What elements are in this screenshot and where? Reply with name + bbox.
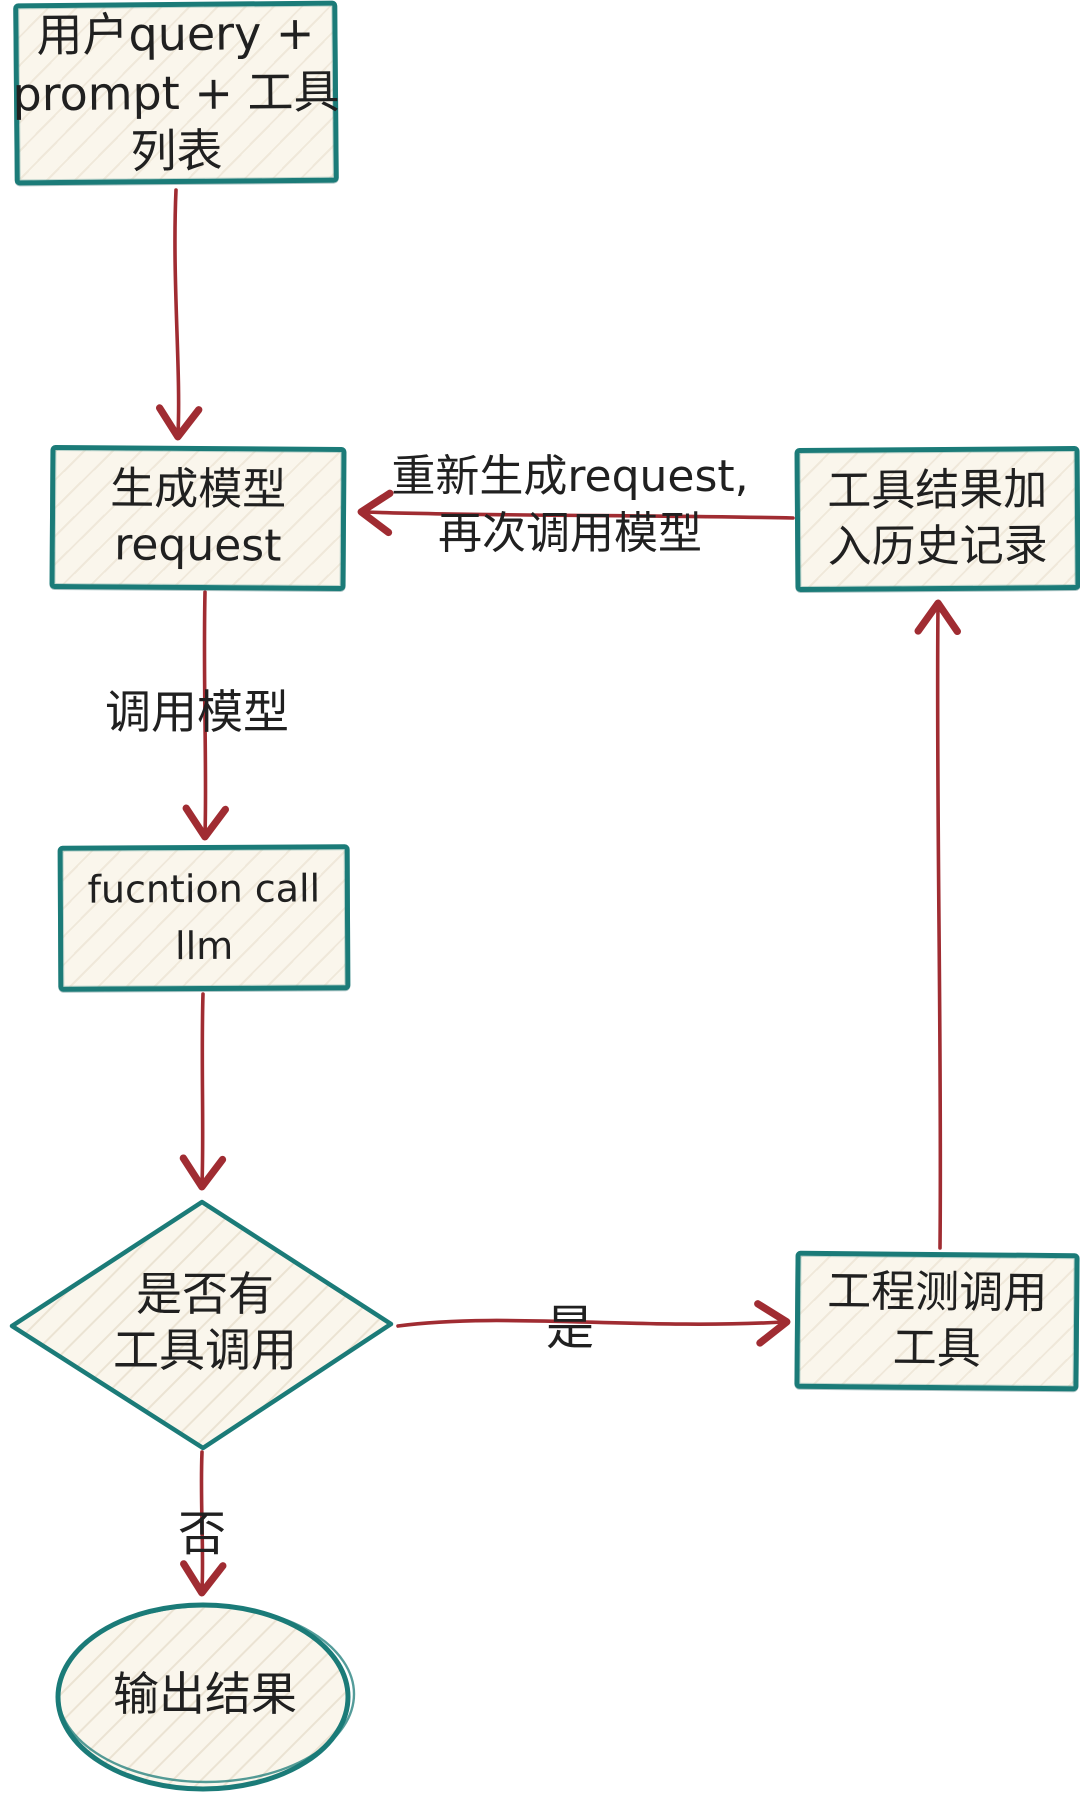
node-decision-line1: 是否有 — [136, 1267, 274, 1321]
node-tool-result-history: 工具结果加 入历史记录 — [794, 446, 1080, 592]
node-function-call-llm-line1: fucntion call — [87, 866, 321, 912]
edge-label-regenerate-line2: 再次调用模型 — [438, 508, 702, 559]
arrow-llm-to-decision — [179, 992, 227, 1191]
node-generate-request: 生成模型 request — [49, 444, 347, 592]
edge-label-no: 否 — [177, 1506, 226, 1562]
edge-label-yes: 是 — [545, 1300, 594, 1356]
node-decision-label: 是否有 工具调用 — [55, 1266, 355, 1378]
edge-label-call-model: 调用模型 — [105, 685, 289, 739]
node-tool-result-history-line2: 入历史记录 — [827, 520, 1048, 573]
node-function-call-llm-line2: llm — [174, 923, 234, 969]
edge-label-regenerate: 重新生成request, 再次调用模型 — [355, 448, 785, 562]
node-output-line1: 输出结果 — [113, 1667, 297, 1721]
node-user-input-line3: 列表 — [130, 124, 223, 179]
node-user-input-line2: prompt + 工具 — [12, 64, 340, 121]
node-function-call-llm: fucntion call llm — [57, 844, 351, 992]
node-tool-result-history-line1: 工具结果加 — [827, 463, 1048, 517]
node-output-label: 输出结果 — [60, 1666, 350, 1722]
node-user-input-line1: 用户query + — [36, 5, 315, 62]
node-generate-request-line1: 生成模型 — [110, 463, 287, 516]
arrow-calltool-to-history — [914, 599, 961, 1250]
node-engineering-call-tool-line1: 工程测调用 — [827, 1265, 1048, 1319]
node-engineering-call-tool-line2: 工具 — [892, 1322, 981, 1375]
node-user-input: 用户query + prompt + 工具 列表 — [12, 0, 340, 186]
node-generate-request-line2: request — [113, 519, 282, 572]
arrow-input-to-gen — [155, 188, 203, 441]
edge-label-regenerate-line1: 重新生成request, — [391, 451, 749, 502]
node-decision-line2: 工具调用 — [113, 1323, 297, 1378]
node-engineering-call-tool: 工程测调用 工具 — [794, 1250, 1080, 1392]
